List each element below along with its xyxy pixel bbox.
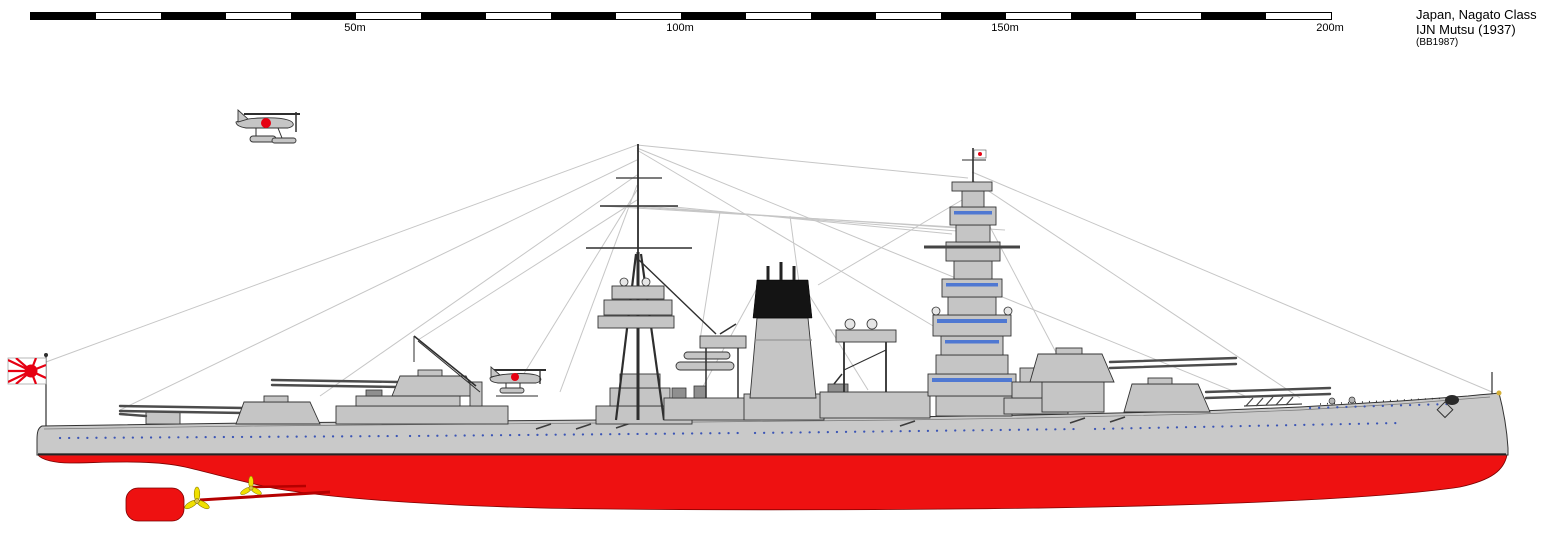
scale-label-200m: 200m <box>1316 22 1344 34</box>
title-ship-name: IJN Mutsu (1937) <box>1416 22 1516 37</box>
flying-seaplane <box>235 108 300 144</box>
anchor <box>1445 395 1459 405</box>
ships-boats <box>675 351 735 371</box>
stern-ensign <box>7 353 48 426</box>
searchlight-tower <box>819 318 931 419</box>
catapult-seaplane <box>489 365 546 397</box>
turret2-rangefinder <box>1055 347 1083 355</box>
casemate-guns <box>535 416 1126 430</box>
red-hull <box>37 454 1508 511</box>
midship-deckhouse <box>663 323 761 421</box>
searchlight <box>619 277 629 287</box>
aircraft-crane <box>413 335 483 407</box>
turret4-rangefinder <box>263 395 289 403</box>
aft-turret-no3 <box>270 369 477 397</box>
hinomaru-roundel <box>511 373 519 381</box>
upper-hull <box>36 392 1509 456</box>
title-hull-code: (BB1987) <box>1416 37 1459 48</box>
boat-boom <box>638 259 717 335</box>
turret2-barbette <box>1041 381 1105 413</box>
tripod-leg-fwd <box>614 253 638 421</box>
capstan <box>1328 397 1336 405</box>
masthead-flag <box>973 149 987 159</box>
funnel-black-cap <box>752 279 813 319</box>
scale-label-50m: 50m <box>344 22 366 34</box>
seaplane-tailfin <box>237 108 249 123</box>
funnel <box>743 262 825 421</box>
aa-gun <box>719 323 737 335</box>
bow-crest <box>1496 390 1502 396</box>
capstan <box>1348 396 1356 404</box>
forecastle-fittings <box>1243 372 1502 419</box>
propeller-aft <box>184 486 210 510</box>
anchor-chain <box>1319 397 1447 405</box>
searchlight <box>641 277 651 287</box>
pagoda-mast <box>924 148 1020 417</box>
lower-hull-antifouling <box>37 454 1508 522</box>
searchlight <box>866 318 878 330</box>
hinomaru-roundel <box>261 118 271 128</box>
seaplane-float <box>271 137 297 144</box>
aa-platform <box>699 335 747 349</box>
gray-hull <box>36 392 1509 456</box>
propellers <box>184 475 262 510</box>
stern-deck-mount <box>118 411 181 425</box>
rudder-skeg <box>125 487 185 522</box>
searchlight <box>931 306 941 316</box>
turret1-rangefinder <box>1147 377 1173 385</box>
title-block: Japan, Nagato Class IJN Mutsu (1937) (BB… <box>1416 7 1537 49</box>
scale-bar <box>30 12 1332 20</box>
breakwater <box>1243 396 1303 407</box>
porthole-rows <box>58 402 1452 440</box>
scale-label-150m: 150m <box>991 22 1019 34</box>
seaplane-float <box>499 387 525 394</box>
title-country-class: Japan, Nagato Class <box>1416 7 1537 22</box>
propeller-shaft-2 <box>251 484 307 489</box>
forward-turret-no1 <box>1123 377 1332 413</box>
hawse-diamond <box>1436 401 1454 419</box>
propeller-shaft <box>199 490 331 502</box>
staff-finial <box>44 353 48 357</box>
rising-sun-flag <box>7 357 47 385</box>
turret3-rangefinder <box>417 369 443 377</box>
aft-deckhouse <box>335 387 509 425</box>
scale-label-100m: 100m <box>666 22 694 34</box>
rigging-lines <box>45 144 1493 411</box>
deck-edge-line <box>43 396 1491 430</box>
top-rangefinder <box>951 181 993 192</box>
mainmast <box>586 144 717 425</box>
searchlight <box>1003 306 1013 316</box>
forward-turret-no2 <box>1029 347 1238 413</box>
searchlight <box>844 318 856 330</box>
aa-gun <box>833 373 843 385</box>
propeller-forward <box>240 475 262 495</box>
aft-turret-no4 <box>118 395 321 425</box>
